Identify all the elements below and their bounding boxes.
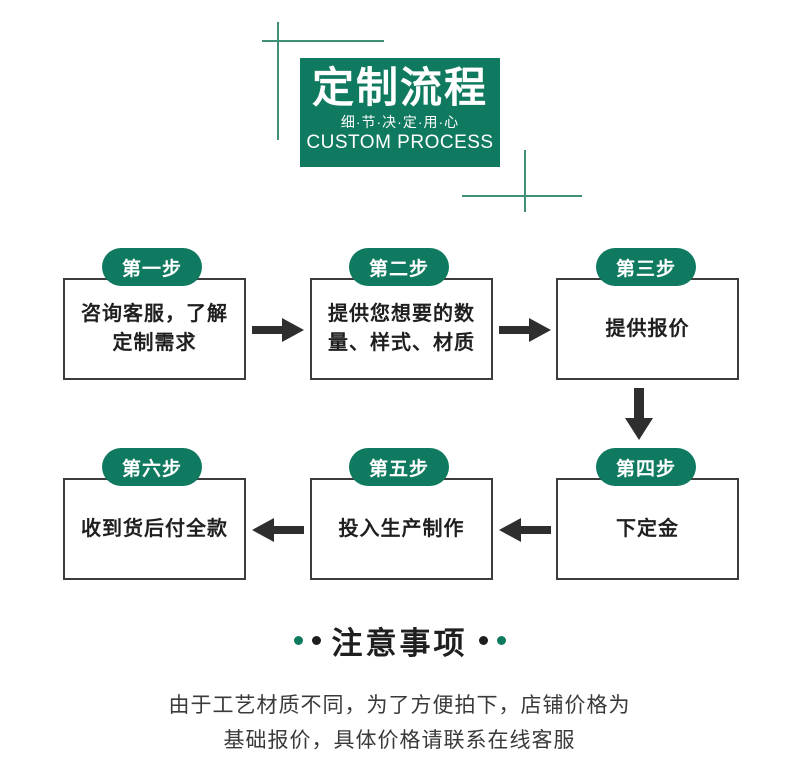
- step-label-6: 收到货后付全款: [81, 517, 228, 540]
- step-label-1: 咨询客服，了解定制需求: [81, 303, 228, 354]
- step-badge-2: 第二步: [349, 248, 449, 286]
- arrow-left-icon-1: [252, 516, 304, 544]
- arrow-left-icon-2: [499, 516, 551, 544]
- notice-line-1: 由于工艺材质不同，为了方便拍下，店铺价格为: [168, 694, 631, 717]
- dot-icon-right-inner: [478, 636, 488, 645]
- flow-row-bottom: 收到货后付全款 第六步 投入生产制作 第五步 下定金 第四步: [0, 448, 799, 588]
- step-badge-1: 第一步: [102, 248, 202, 286]
- notice-line-2: 基础报价，具体价格请联系在线客服: [223, 728, 576, 752]
- step-badge-4: 第四步: [596, 448, 696, 486]
- arrow-right-icon-2: [499, 316, 551, 344]
- step-box-5: 投入生产制作: [310, 478, 493, 580]
- decor-line-bottom-horizontal: [462, 195, 582, 197]
- decor-line-bottom-vertical: [524, 150, 526, 212]
- dot-icon-left-inner: [311, 636, 321, 645]
- step-label-3: 提供报价: [605, 317, 690, 340]
- arrow-right-icon-1: [252, 316, 304, 344]
- arrow-down-icon: [623, 388, 655, 440]
- step-box-3: 提供报价: [556, 278, 739, 380]
- subtitle-english: CUSTOM PROCESS: [306, 131, 494, 153]
- step-label-4: 下定金: [616, 517, 679, 540]
- dot-icon-right-outer: [496, 636, 506, 645]
- notice-body: 由于工艺材质不同，为了方便拍下，店铺价格为 基础报价，具体价格请联系在线客服: [0, 689, 799, 758]
- step-badge-6: 第六步: [102, 448, 202, 486]
- step-box-4: 下定金: [556, 478, 739, 580]
- notice-heading: 注意事项: [0, 618, 799, 663]
- dot-icon-left-outer: [293, 636, 303, 645]
- flow-row-top: 咨询客服，了解定制需求 第一步 提供您想要的数量、样式、材质 第二步 提供报价 …: [0, 248, 799, 388]
- title-banner: 定制流程 细·节·决·定·用·心 CUSTOM PROCESS: [300, 58, 500, 167]
- subtitle-chinese: 细·节·决·定·用·心: [340, 114, 460, 131]
- notice-section: 注意事项 由于工艺材质不同，为了方便拍下，店铺价格为 基础报价，具体价格请联系在…: [0, 618, 799, 758]
- step-badge-5: 第五步: [349, 448, 449, 486]
- step-box-6: 收到货后付全款: [63, 478, 246, 580]
- decor-line-top-horizontal: [262, 40, 384, 42]
- step-box-1: 咨询客服，了解定制需求: [63, 278, 246, 380]
- step-box-2: 提供您想要的数量、样式、材质: [310, 278, 493, 380]
- notice-title: 注意事项: [331, 626, 468, 661]
- page-title: 定制流程: [311, 64, 488, 111]
- decor-line-top-vertical: [277, 22, 279, 140]
- step-badge-3: 第三步: [596, 248, 696, 286]
- step-label-5: 投入生产制作: [338, 517, 465, 540]
- step-label-2: 提供您想要的数量、样式、材质: [328, 303, 475, 354]
